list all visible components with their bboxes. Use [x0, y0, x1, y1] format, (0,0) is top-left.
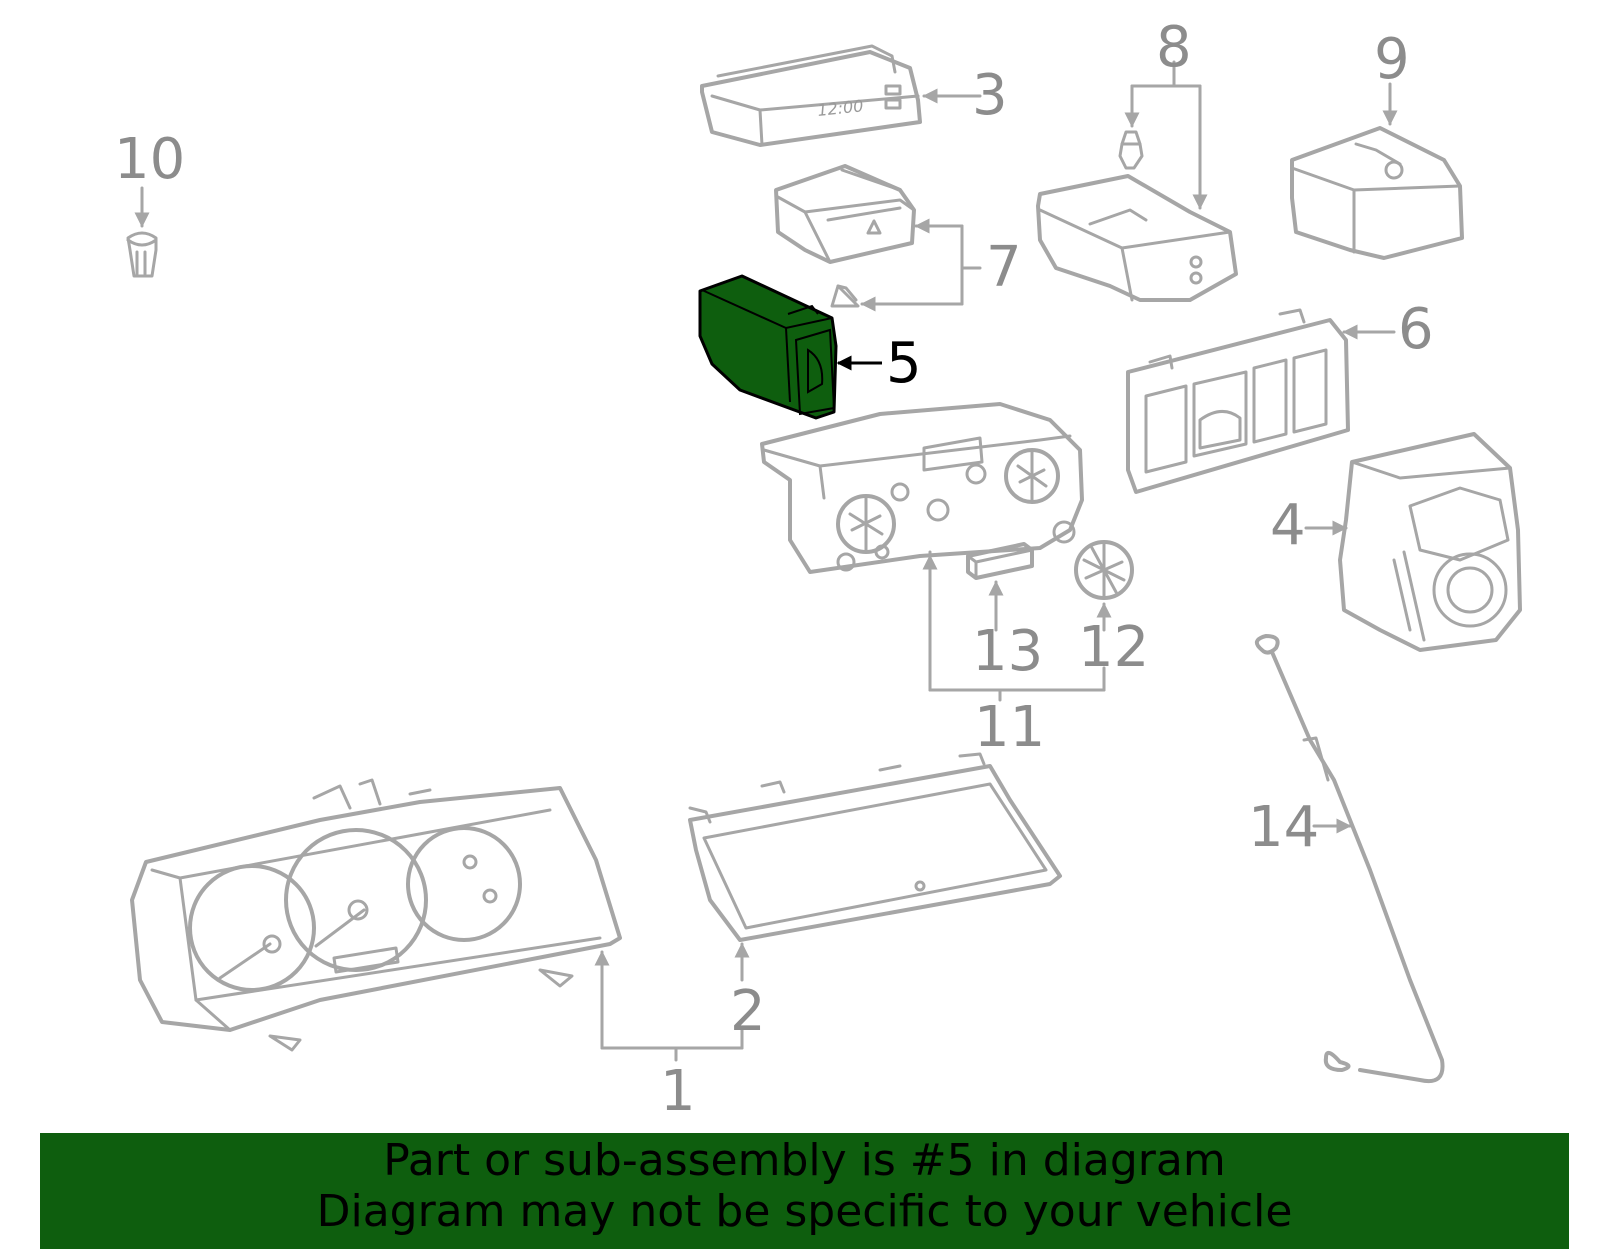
- callout-8: 8: [1156, 15, 1192, 80]
- callout-2: 2: [730, 979, 766, 1044]
- callout-labels: 10 3 8 9 7 6 5 4 13 12 11 14 2 1: [114, 15, 1434, 1124]
- part-10-clip: [126, 231, 158, 278]
- part-11-climate-panel: [760, 402, 1084, 574]
- callout-3: 3: [972, 63, 1008, 128]
- part-6-bezel: [1126, 308, 1350, 494]
- part-5-highlighted: [698, 274, 838, 420]
- part-7-switch: [774, 164, 916, 264]
- callout-6: 6: [1398, 297, 1434, 362]
- part-3-clock: 12:00: [700, 44, 922, 147]
- callout-4: 4: [1270, 493, 1306, 558]
- part-9-switch-block: [1290, 126, 1464, 260]
- callout-13: 13: [972, 619, 1043, 684]
- part-1-instrument-cluster: [130, 778, 622, 1052]
- callout-12: 12: [1078, 615, 1149, 680]
- callout-9: 9: [1374, 27, 1410, 92]
- leader-lines: [134, 60, 1398, 1062]
- part-8-switch: [1036, 174, 1238, 302]
- banner-part-note: Part or sub-assembly is #5 in diagram: [383, 1135, 1226, 1186]
- part-4-unit: [1338, 432, 1522, 652]
- callout-7: 7: [986, 235, 1022, 300]
- info-banner: Part or sub-assembly is #5 in diagram Di…: [40, 1133, 1569, 1249]
- callout-14: 14: [1248, 795, 1319, 860]
- part-14-cable: [1254, 634, 1445, 1083]
- part-7-clip: [830, 284, 860, 308]
- part-12-knob: [1074, 540, 1134, 600]
- callout-10: 10: [114, 127, 185, 192]
- callout-5: 5: [886, 331, 922, 396]
- callout-11: 11: [974, 695, 1045, 760]
- callout-1: 1: [660, 1059, 696, 1124]
- part-13-button: [966, 542, 1034, 580]
- clock-readout: 12:00: [816, 96, 864, 120]
- part-8-clip: [1118, 130, 1144, 170]
- banner-disclaimer: Diagram may not be specific to your vehi…: [316, 1186, 1293, 1237]
- part-2-lens: [688, 752, 1062, 942]
